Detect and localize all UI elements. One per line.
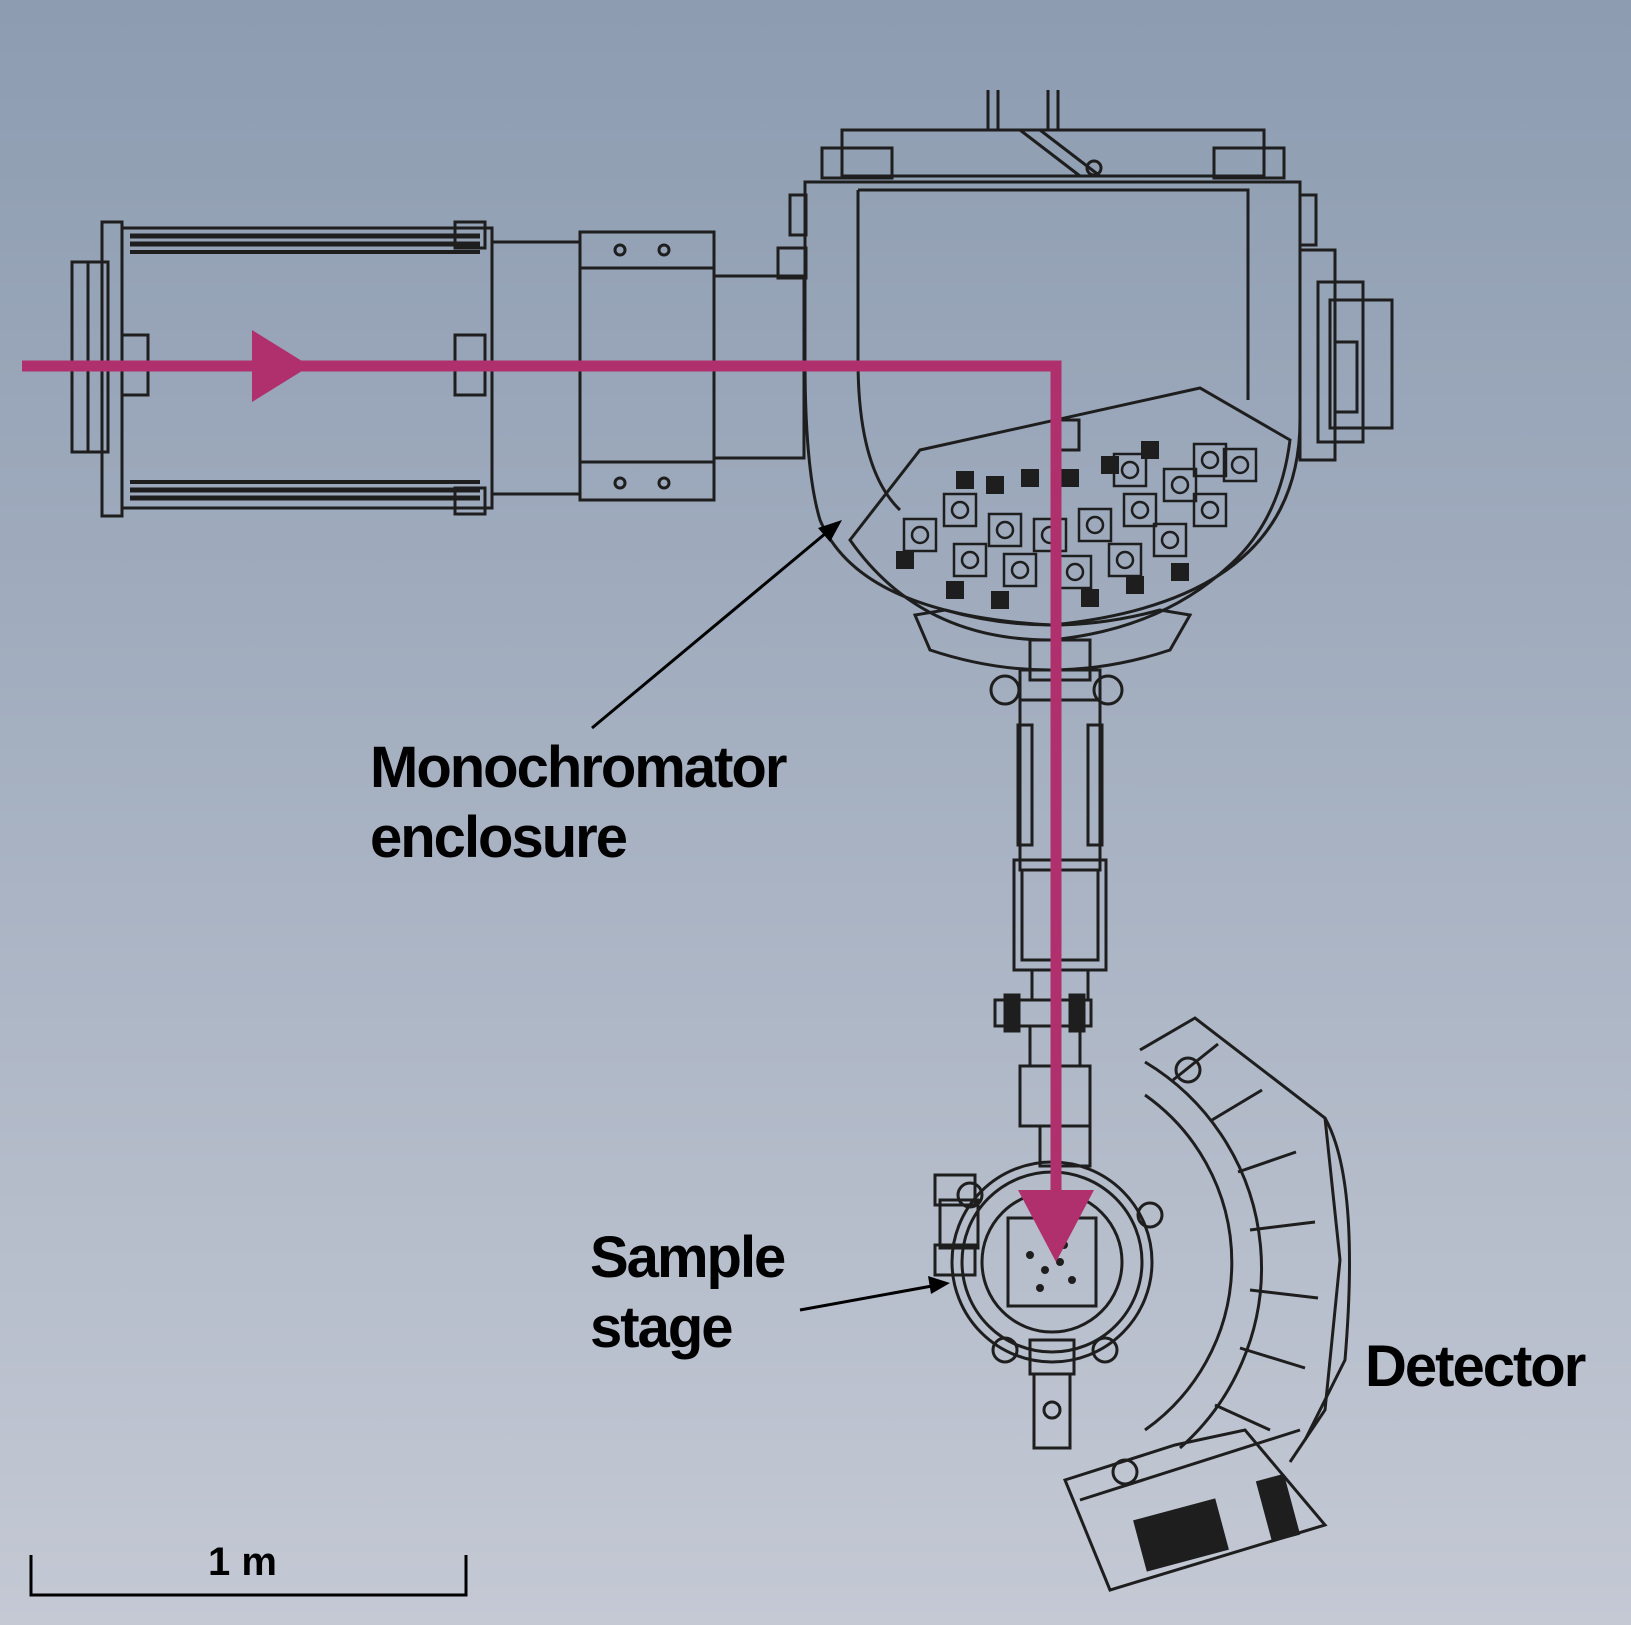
detector-bank [1062,1016,1351,1592]
sample-stage-label-line1: Sample [590,1225,786,1290]
monochromator-label-line2: enclosure [370,805,628,870]
monochromator-enclosure [776,90,1394,706]
beam-line [22,360,1062,1190]
monochromator-label: Monochromator enclosure [370,733,787,873]
beam-arrowhead [1018,1190,1094,1262]
detector-label-text: Detector [1365,1334,1586,1399]
sample-stage-label: Sample stage [590,1223,786,1363]
beam-direction-arrow [252,330,310,402]
scale-bar [29,1555,468,1597]
monochromator-label-line1: Monochromator [370,735,787,800]
sample-stage-label-line2: stage [590,1295,734,1360]
neutron-beam-path [22,330,1094,1262]
scale-bar-label-text: 1 m [208,1540,277,1584]
detector-label: Detector [1365,1332,1586,1402]
monochromator-leader [591,520,842,730]
scale-bar-label: 1 m [208,1542,277,1582]
sample-stage-leader [799,1276,950,1312]
